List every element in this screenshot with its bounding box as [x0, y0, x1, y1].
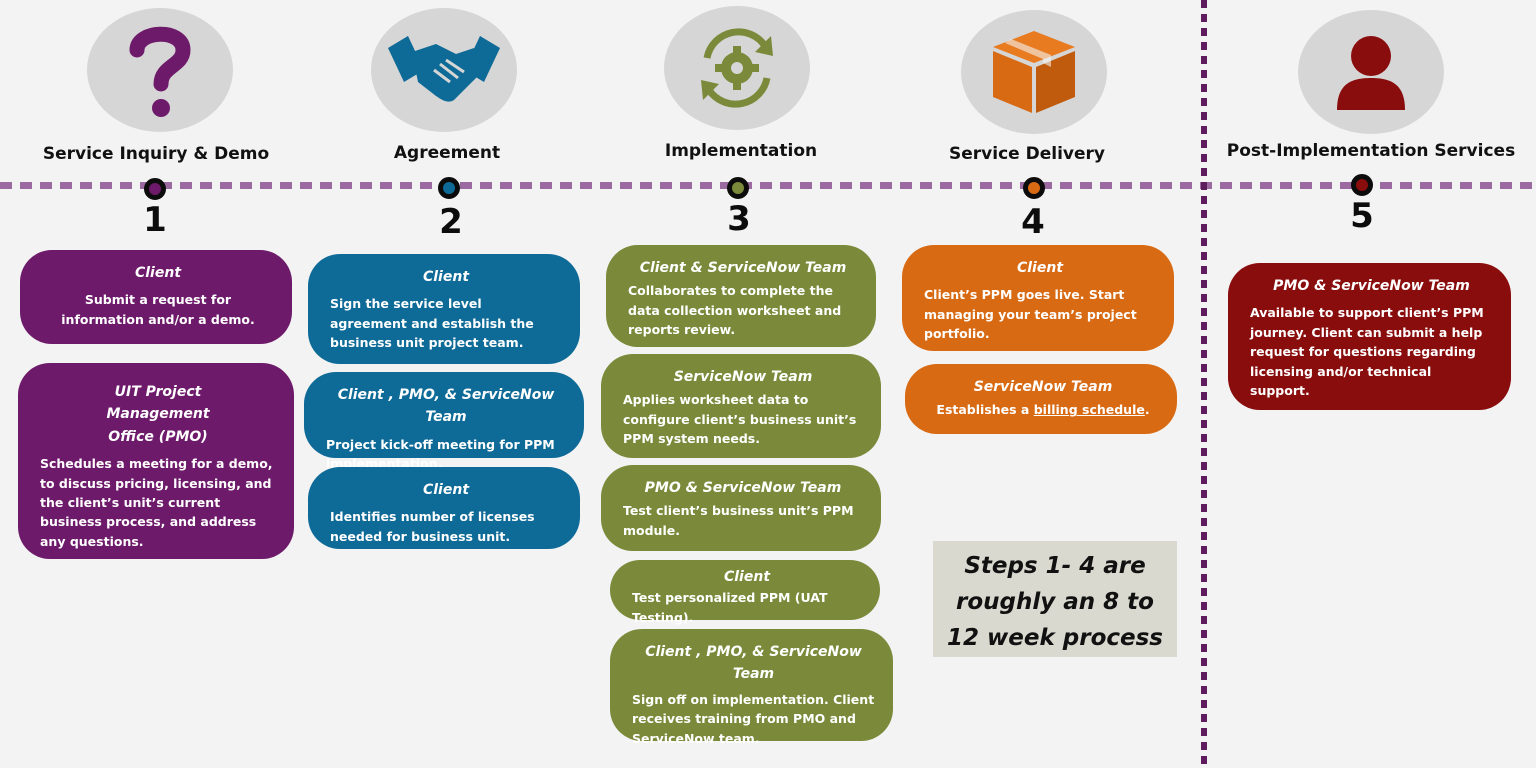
step-4-number: 4 — [1021, 202, 1045, 242]
step-1-title: Service Inquiry & Demo — [42, 144, 270, 164]
step-1-icon-circle — [87, 8, 233, 132]
box-role: Client — [1016, 260, 1064, 276]
step-3-box-1: Client & ServiceNow Team Collaborates to… — [606, 245, 876, 347]
step-5-number: 5 — [1350, 196, 1374, 236]
gear-cycle-icon — [701, 28, 773, 108]
step-3-box-4: Client Test personalized PPM (UAT Testin… — [610, 560, 880, 625]
step-4-marker — [1023, 177, 1045, 199]
step-1-box-1: Client Submit a request for information … — [20, 250, 292, 344]
step-5-marker — [1351, 174, 1373, 196]
person-icon — [1337, 36, 1405, 110]
step-5-title: Post-Implementation Services — [1226, 141, 1516, 161]
box-text: Test client’s business unit’s PPM module… — [623, 503, 854, 538]
step-3-icon-circle — [664, 6, 810, 130]
step-4-icon-circle — [961, 10, 1107, 134]
step-2-box-3: Client Identifies number of licenses nee… — [308, 467, 580, 549]
step-3-box-2: ServiceNow Team Applies worksheet data t… — [601, 354, 881, 458]
step-3-marker — [727, 177, 749, 199]
step-5-box-1: PMO & ServiceNow Team Available to suppo… — [1228, 263, 1511, 410]
step-3-number: 3 — [727, 199, 751, 239]
box-role: PMO & ServiceNow Team — [644, 480, 842, 496]
step-3-box-5: Client , PMO, & ServiceNow Team Sign off… — [610, 629, 893, 746]
box-text: Identifies number of licenses needed for… — [330, 509, 535, 544]
box-role: ServiceNow Team — [673, 369, 813, 385]
step-1-number: 1 — [143, 200, 167, 240]
box-text: Establishes a billing schedule. — [927, 400, 1159, 419]
box-text: Sign the service level agreement and est… — [330, 296, 534, 351]
box-text: Submit a request for information and/or … — [61, 292, 255, 327]
box-text: Available to support client’s PPM journe… — [1250, 305, 1484, 398]
box-text: Applies worksheet data to configure clie… — [623, 392, 857, 447]
step-5-icon-circle — [1298, 10, 1444, 134]
step-3-title: Implementation — [664, 141, 818, 161]
step-2-icon-circle — [371, 8, 517, 132]
section-divider-line — [1201, 0, 1207, 768]
question-mark-icon — [129, 26, 191, 117]
step-2-title: Agreement — [393, 143, 501, 163]
step-2-box-1: Client Sign the service level agreement … — [308, 254, 580, 364]
box-role: PMO & ServiceNow Team — [1273, 278, 1470, 294]
box-role: Client — [134, 265, 182, 281]
step-4-box-2: ServiceNow Team Establishes a billing sc… — [905, 364, 1177, 434]
box-text: Test personalized PPM (UAT Testing). — [632, 590, 828, 625]
box-role: Client — [422, 482, 470, 498]
step-2-marker — [438, 177, 460, 199]
timeline-dotted-line — [0, 182, 1536, 189]
box-role: Client & ServiceNow Team — [639, 260, 847, 276]
handshake-icon — [388, 36, 500, 102]
billing-schedule-link[interactable]: billing schedule — [1033, 402, 1145, 418]
box-role: Client — [723, 569, 771, 585]
box-role: ServiceNow Team — [973, 379, 1113, 395]
step-4-box-1: Client Client’s PPM goes live. Start man… — [902, 245, 1174, 351]
box-text: Client’s PPM goes live. Start managing y… — [924, 287, 1137, 342]
box-role: Client , PMO, & ServiceNow Team — [337, 387, 555, 426]
step-3-box-3: PMO & ServiceNow Team Test client’s busi… — [601, 465, 881, 551]
step-2-number: 2 — [439, 202, 463, 242]
box-role: UIT Project Management Office (PMO) — [106, 384, 210, 445]
box-role: Client — [422, 269, 470, 285]
box-text: Sign off on implementation. Client recei… — [632, 691, 875, 746]
step-1-box-2: UIT Project Management Office (PMO) Sche… — [18, 363, 294, 559]
step-1-marker — [144, 178, 166, 200]
box-text: Collaborates to complete the data collec… — [628, 283, 842, 338]
process-duration-note: Steps 1- 4 are roughly an 8 to 12 week p… — [933, 541, 1177, 657]
box-text: Schedules a meeting for a demo, to discu… — [40, 456, 273, 549]
step-4-title: Service Delivery — [949, 144, 1105, 164]
box-text-suffix: . — [1144, 402, 1150, 418]
box-role: Client , PMO, & ServiceNow Team — [645, 644, 862, 683]
package-box-icon — [993, 31, 1075, 113]
step-2-box-2: Client , PMO, & ServiceNow Team Project … — [304, 372, 584, 471]
box-text-prefix: Establishes a — [936, 402, 1034, 418]
